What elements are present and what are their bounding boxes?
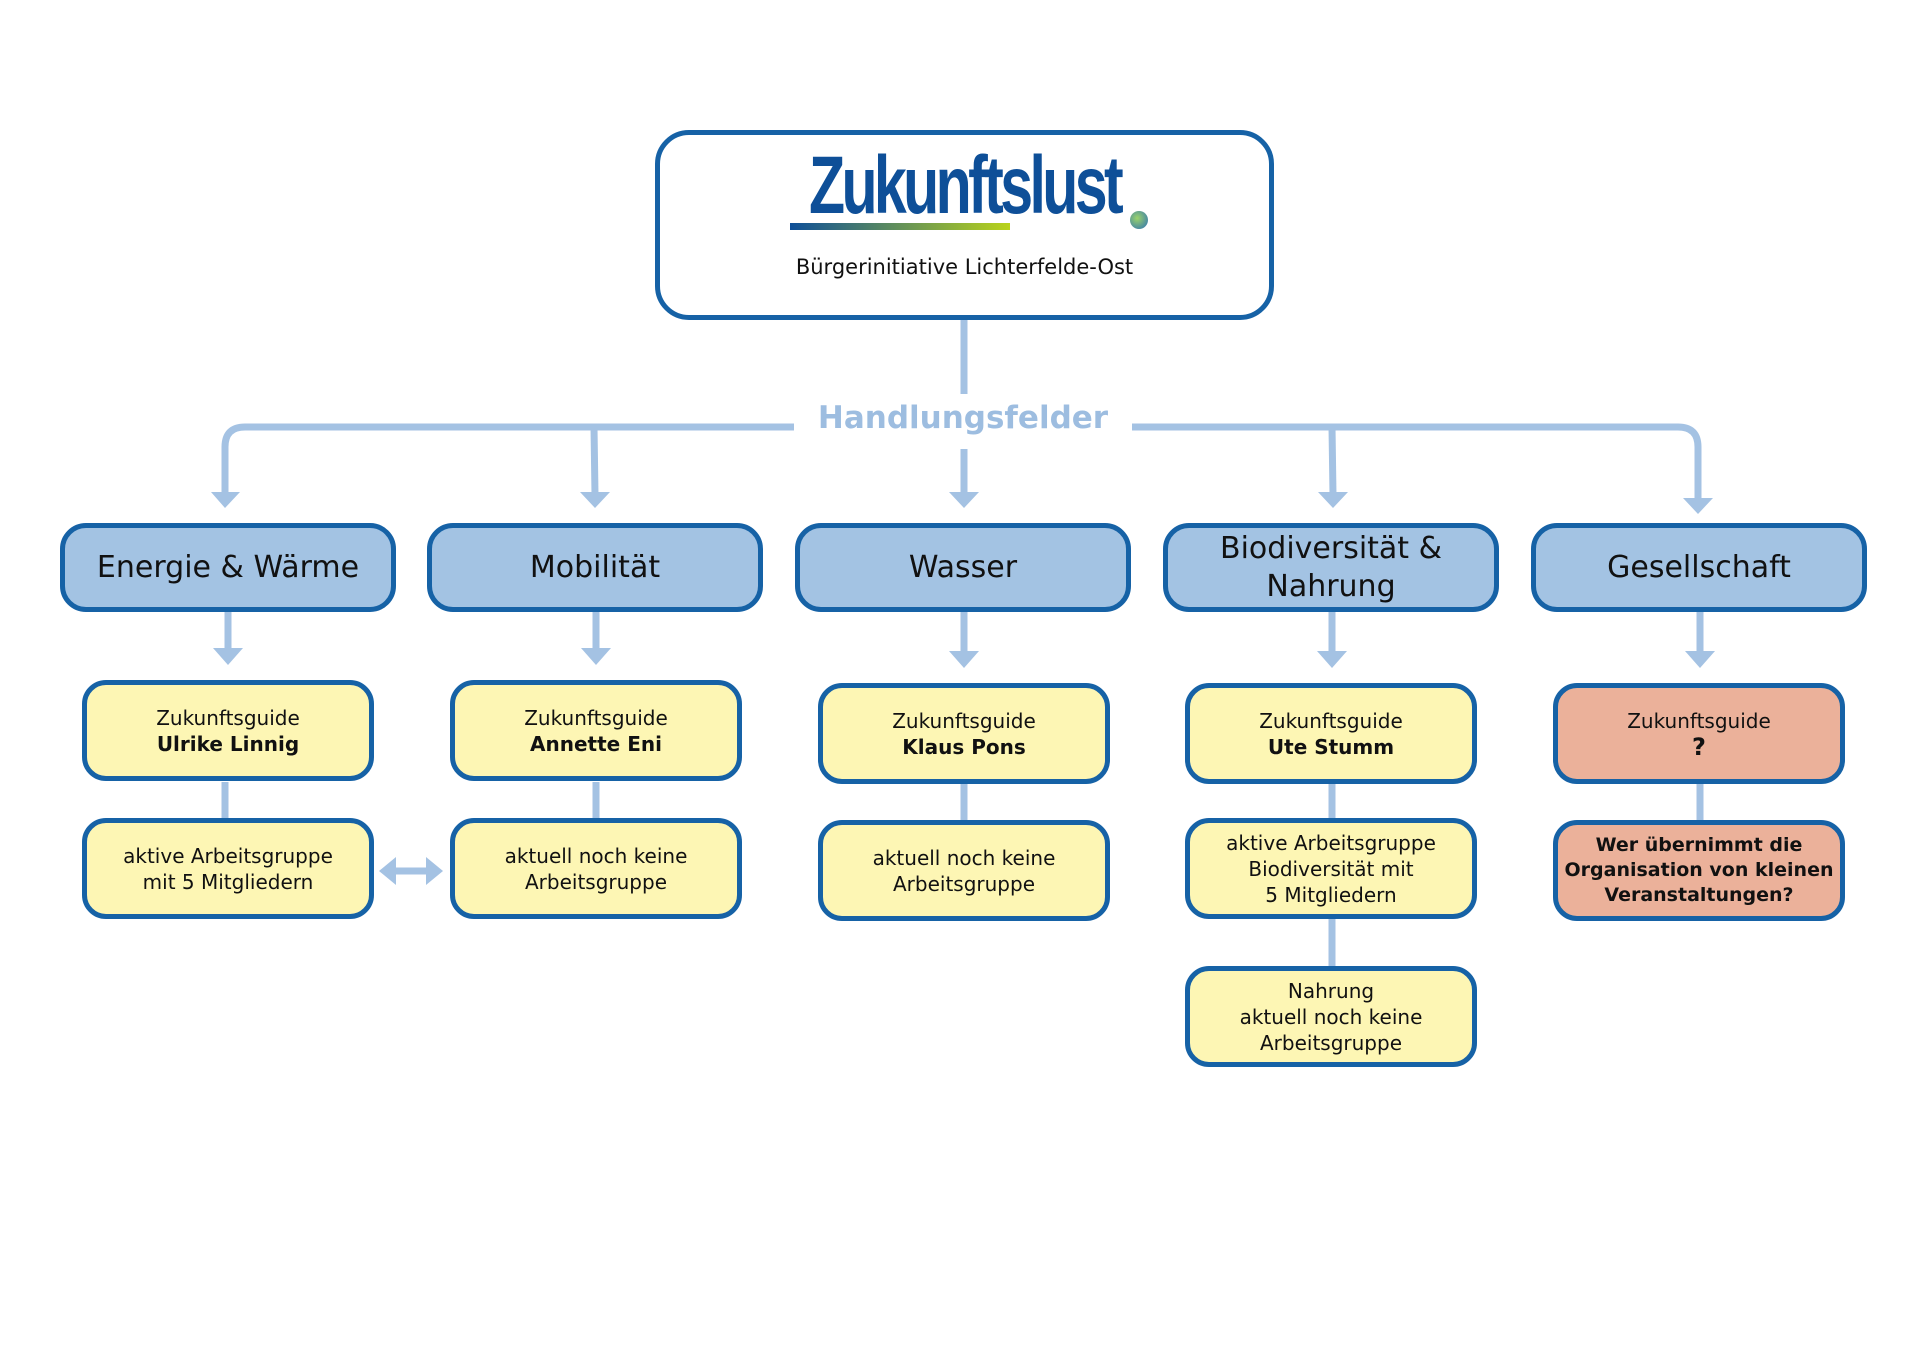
group-box: aktuell noch keine Arbeitsgruppe [818, 820, 1110, 921]
group-box: aktuell noch keine Arbeitsgruppe [450, 818, 742, 919]
group-line: aktuell noch keine [504, 843, 688, 868]
group-line: mit 5 Mitgliedern [142, 869, 314, 894]
guide-box: Zukunftsguide Annette Eni [450, 680, 742, 781]
group-line: Arbeitsgruppe [524, 869, 667, 894]
guide-box: Zukunftsguide Ulrike Linnig [82, 680, 374, 781]
guide-label: Zukunftsguide [1259, 708, 1403, 733]
group-line: Organisation von kleinen [1564, 859, 1834, 881]
group-line: Biodiversität mit [1248, 856, 1414, 881]
guide-name: Ute Stumm [1267, 734, 1395, 759]
guide-name: Annette Eni [530, 731, 662, 756]
category-mobilitaet: Mobilität [427, 523, 763, 612]
category-title: Wasser [908, 549, 1018, 585]
guide-box: Zukunftsguide Klaus Pons [818, 683, 1110, 784]
category-title: Gesellschaft [1607, 549, 1791, 585]
group-line: aktive Arbeitsgruppe [123, 843, 333, 868]
group-box: aktive Arbeitsgruppe mit 5 Mitgliedern [82, 818, 374, 919]
group-line: Wer übernimmt die [1595, 834, 1803, 856]
category-wasser: Wasser [795, 523, 1131, 612]
group-box-open: Wer übernimmt die Organisation von klein… [1553, 820, 1845, 921]
logo: Zukunftslust [808, 140, 1124, 231]
category-title: Energie & Wärme [96, 549, 360, 585]
globe-icon [1130, 211, 1148, 229]
category-gesellschaft: Gesellschaft [1531, 523, 1867, 612]
group-line: Veranstaltungen? [1604, 884, 1794, 906]
category-title: Mobilität [529, 549, 661, 585]
group-box: aktive Arbeitsgruppe Biodiversität mit 5… [1185, 818, 1477, 919]
guide-label: Zukunftsguide [524, 705, 668, 730]
guide-box: Zukunftsguide Ute Stumm [1185, 683, 1477, 784]
group-box: Nahrung aktuell noch keine Arbeitsgruppe [1185, 966, 1477, 1067]
guide-label: Zukunftsguide [1627, 708, 1771, 733]
subtitle: Bürgerinitiative Lichterfelde-Ost [795, 255, 1134, 279]
group-line: aktuell noch keine [872, 845, 1056, 870]
guide-name: Klaus Pons [902, 734, 1026, 759]
guide-label: Zukunftsguide [156, 705, 300, 730]
category-energie: Energie & Wärme [60, 523, 396, 612]
logo-gradient-bar [790, 223, 1010, 230]
section-label: Handlungsfelder [817, 400, 1109, 436]
group-line: Arbeitsgruppe [1259, 1030, 1402, 1055]
group-line: Arbeitsgruppe [892, 871, 1035, 896]
group-line: aktive Arbeitsgruppe [1226, 830, 1436, 855]
guide-name: Ulrike Linnig [156, 731, 300, 756]
group-line: aktuell noch keine [1239, 1004, 1423, 1029]
category-biodiversitaet: Biodiversität & Nahrung [1163, 523, 1499, 612]
group-line: 5 Mitgliedern [1265, 882, 1397, 907]
header-box: Zukunftslust Bürgerinitiative Lichterfel… [655, 130, 1274, 320]
guide-name: ? [1692, 732, 1706, 761]
guide-box-open: Zukunftsguide ? [1553, 683, 1845, 784]
guide-label: Zukunftsguide [892, 708, 1036, 733]
category-title: Biodiversität & Nahrung [1220, 530, 1442, 604]
group-line: Nahrung [1287, 978, 1375, 1003]
